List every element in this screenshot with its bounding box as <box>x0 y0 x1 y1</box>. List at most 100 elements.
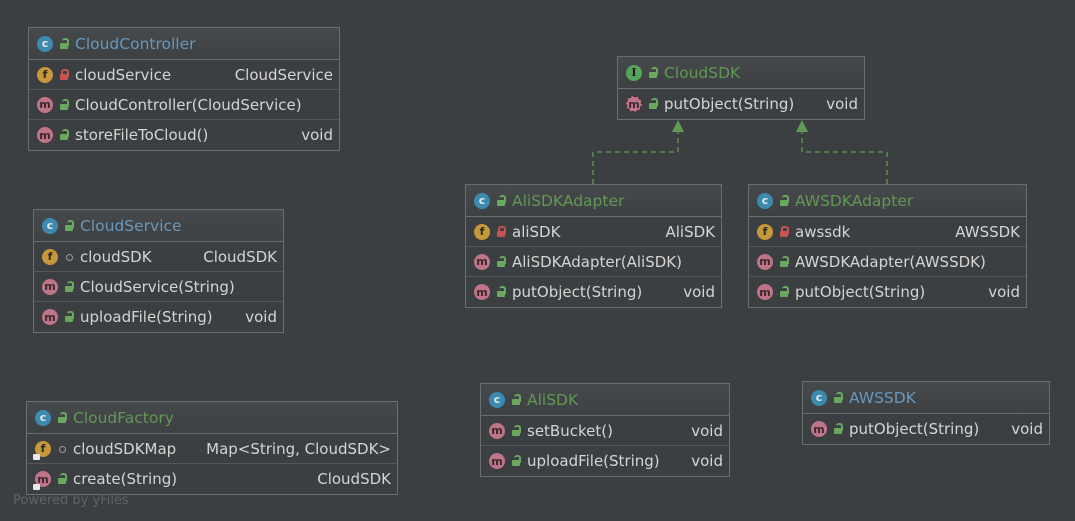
field-row[interactable]: f cloudService CloudService <box>29 60 339 90</box>
method-row[interactable]: m CloudService(String) <box>34 272 283 302</box>
node-header: c AWSSDK <box>803 382 1049 414</box>
class-node-cloudservice[interactable]: c CloudService f cloudSDK CloudSDK m Clo… <box>33 209 284 333</box>
node-title: AliSDKAdapter <box>512 191 625 210</box>
member-name: aliSDK <box>512 222 561 241</box>
edge-awsdkadapter-implements-cloudsdk <box>801 130 888 184</box>
field-icon: f <box>42 248 58 265</box>
method-icon: m <box>757 253 773 270</box>
public-lock-icon <box>56 411 68 424</box>
public-lock-icon <box>56 473 68 485</box>
node-title: AliSDK <box>527 390 579 409</box>
method-icon: m <box>811 421 827 437</box>
public-lock-icon <box>495 286 507 298</box>
method-row[interactable]: m putObject(String) void <box>803 414 1049 444</box>
method-row[interactable]: m AWSDKAdapter(AWSSDK) <box>749 247 1026 277</box>
node-header: c CloudController <box>29 28 339 60</box>
method-row[interactable]: m putObject(String) void <box>749 277 1026 307</box>
method-icon: m <box>42 278 58 295</box>
member-name: uploadFile(String) <box>80 308 213 326</box>
field-icon: f <box>757 223 773 240</box>
field-icon: f <box>474 223 490 240</box>
public-lock-icon <box>510 455 522 467</box>
node-header: c CloudFactory <box>27 402 397 434</box>
field-row[interactable]: f cloudSDK CloudSDK <box>34 242 283 272</box>
member-name: putObject(String) <box>664 95 795 113</box>
public-lock-icon <box>778 194 790 207</box>
arrowhead-awsdkadapter <box>796 120 808 132</box>
public-lock-icon <box>647 66 659 79</box>
member-name: CloudService(String) <box>80 277 235 296</box>
class-node-alisdk[interactable]: c AliSDK m setBucket() void m uploadFile… <box>480 383 730 477</box>
member-type: void <box>988 283 1020 301</box>
node-title: AWSDKAdapter <box>795 191 914 210</box>
node-title: CloudFactory <box>73 408 174 427</box>
public-lock-icon <box>495 194 507 207</box>
class-node-cloudcontroller[interactable]: c CloudController f cloudService CloudSe… <box>28 27 340 151</box>
package-visibility-icon <box>56 443 68 455</box>
class-node-cloudfactory[interactable]: c CloudFactory f cloudSDKMap Map<String,… <box>26 401 398 495</box>
public-lock-icon <box>495 255 507 268</box>
method-icon: m <box>37 127 53 143</box>
node-header: c CloudService <box>34 210 283 242</box>
member-name: awssdk <box>795 222 851 241</box>
class-icon: c <box>489 391 505 408</box>
member-name: AWSDKAdapter(AWSSDK) <box>795 252 986 271</box>
static-method-icon: m <box>33 471 51 490</box>
interface-node-cloudsdk[interactable]: I CloudSDK m putObject(String) void <box>617 56 865 120</box>
field-row[interactable]: f aliSDK AliSDK <box>466 217 721 247</box>
member-type: void <box>691 421 723 440</box>
field-row[interactable]: f awssdk AWSSDK <box>749 217 1026 247</box>
method-icon: m <box>474 253 490 270</box>
member-type: void <box>826 95 858 113</box>
method-row[interactable]: m setBucket() void <box>481 416 729 446</box>
private-lock-icon <box>495 225 507 238</box>
member-name: AliSDKAdapter(AliSDK) <box>512 252 682 271</box>
class-node-awssdk[interactable]: c AWSSDK m putObject(String) void <box>802 381 1050 445</box>
member-name: uploadFile(String) <box>527 452 660 470</box>
member-type: Map<String, CloudSDK> <box>206 439 391 458</box>
public-lock-icon <box>63 280 75 293</box>
static-field-icon: f <box>33 440 51 460</box>
method-row[interactable]: m putObject(String) void <box>466 277 721 307</box>
method-row[interactable]: m AliSDKAdapter(AliSDK) <box>466 247 721 277</box>
member-type: AWSSDK <box>955 222 1020 241</box>
member-type: CloudSDK <box>317 470 391 488</box>
node-title: CloudService <box>80 216 182 235</box>
node-title: CloudController <box>75 34 196 53</box>
member-name: setBucket() <box>527 421 613 440</box>
interface-icon: I <box>626 64 642 81</box>
member-name: create(String) <box>73 470 178 488</box>
class-icon: c <box>811 389 827 406</box>
public-lock-icon <box>832 423 844 435</box>
powered-by-footer: Powered by yFiles <box>13 493 129 508</box>
public-lock-icon <box>647 98 659 110</box>
class-icon: c <box>474 192 490 209</box>
method-icon: m <box>489 453 505 469</box>
arrowhead-alisdkadapter <box>672 120 684 132</box>
member-type: void <box>301 126 333 144</box>
node-header: I CloudSDK <box>618 57 864 89</box>
method-row[interactable]: m uploadFile(String) void <box>34 302 283 332</box>
private-lock-icon <box>778 225 790 238</box>
member-name: storeFileToCloud() <box>75 126 209 144</box>
class-node-alisdkadapter[interactable]: c AliSDKAdapter f aliSDK AliSDK m AliSDK… <box>465 184 722 308</box>
field-row[interactable]: f cloudSDKMap Map<String, CloudSDK> <box>27 434 397 464</box>
method-icon: m <box>42 309 58 325</box>
public-lock-icon <box>58 37 70 50</box>
member-type: void <box>1011 420 1043 438</box>
static-marker-icon <box>33 453 40 460</box>
class-icon: c <box>35 409 51 426</box>
abstract-method-icon: m <box>626 96 642 112</box>
public-lock-icon <box>778 286 790 298</box>
public-lock-icon <box>63 219 75 232</box>
edge-alisdkadapter-implements-cloudsdk <box>592 130 679 184</box>
node-title: CloudSDK <box>664 63 741 82</box>
member-type: CloudSDK <box>203 247 277 266</box>
method-row[interactable]: m CloudController(CloudService) <box>29 90 339 120</box>
member-name: putObject(String) <box>512 283 643 301</box>
method-row[interactable]: m storeFileToCloud() void <box>29 120 339 150</box>
method-row[interactable]: m uploadFile(String) void <box>481 446 729 476</box>
class-node-awsdkadapter[interactable]: c AWSDKAdapter f awssdk AWSSDK m AWSDKAd… <box>748 184 1027 308</box>
method-row[interactable]: m putObject(String) void <box>618 89 864 119</box>
method-row[interactable]: m create(String) CloudSDK <box>27 464 397 494</box>
